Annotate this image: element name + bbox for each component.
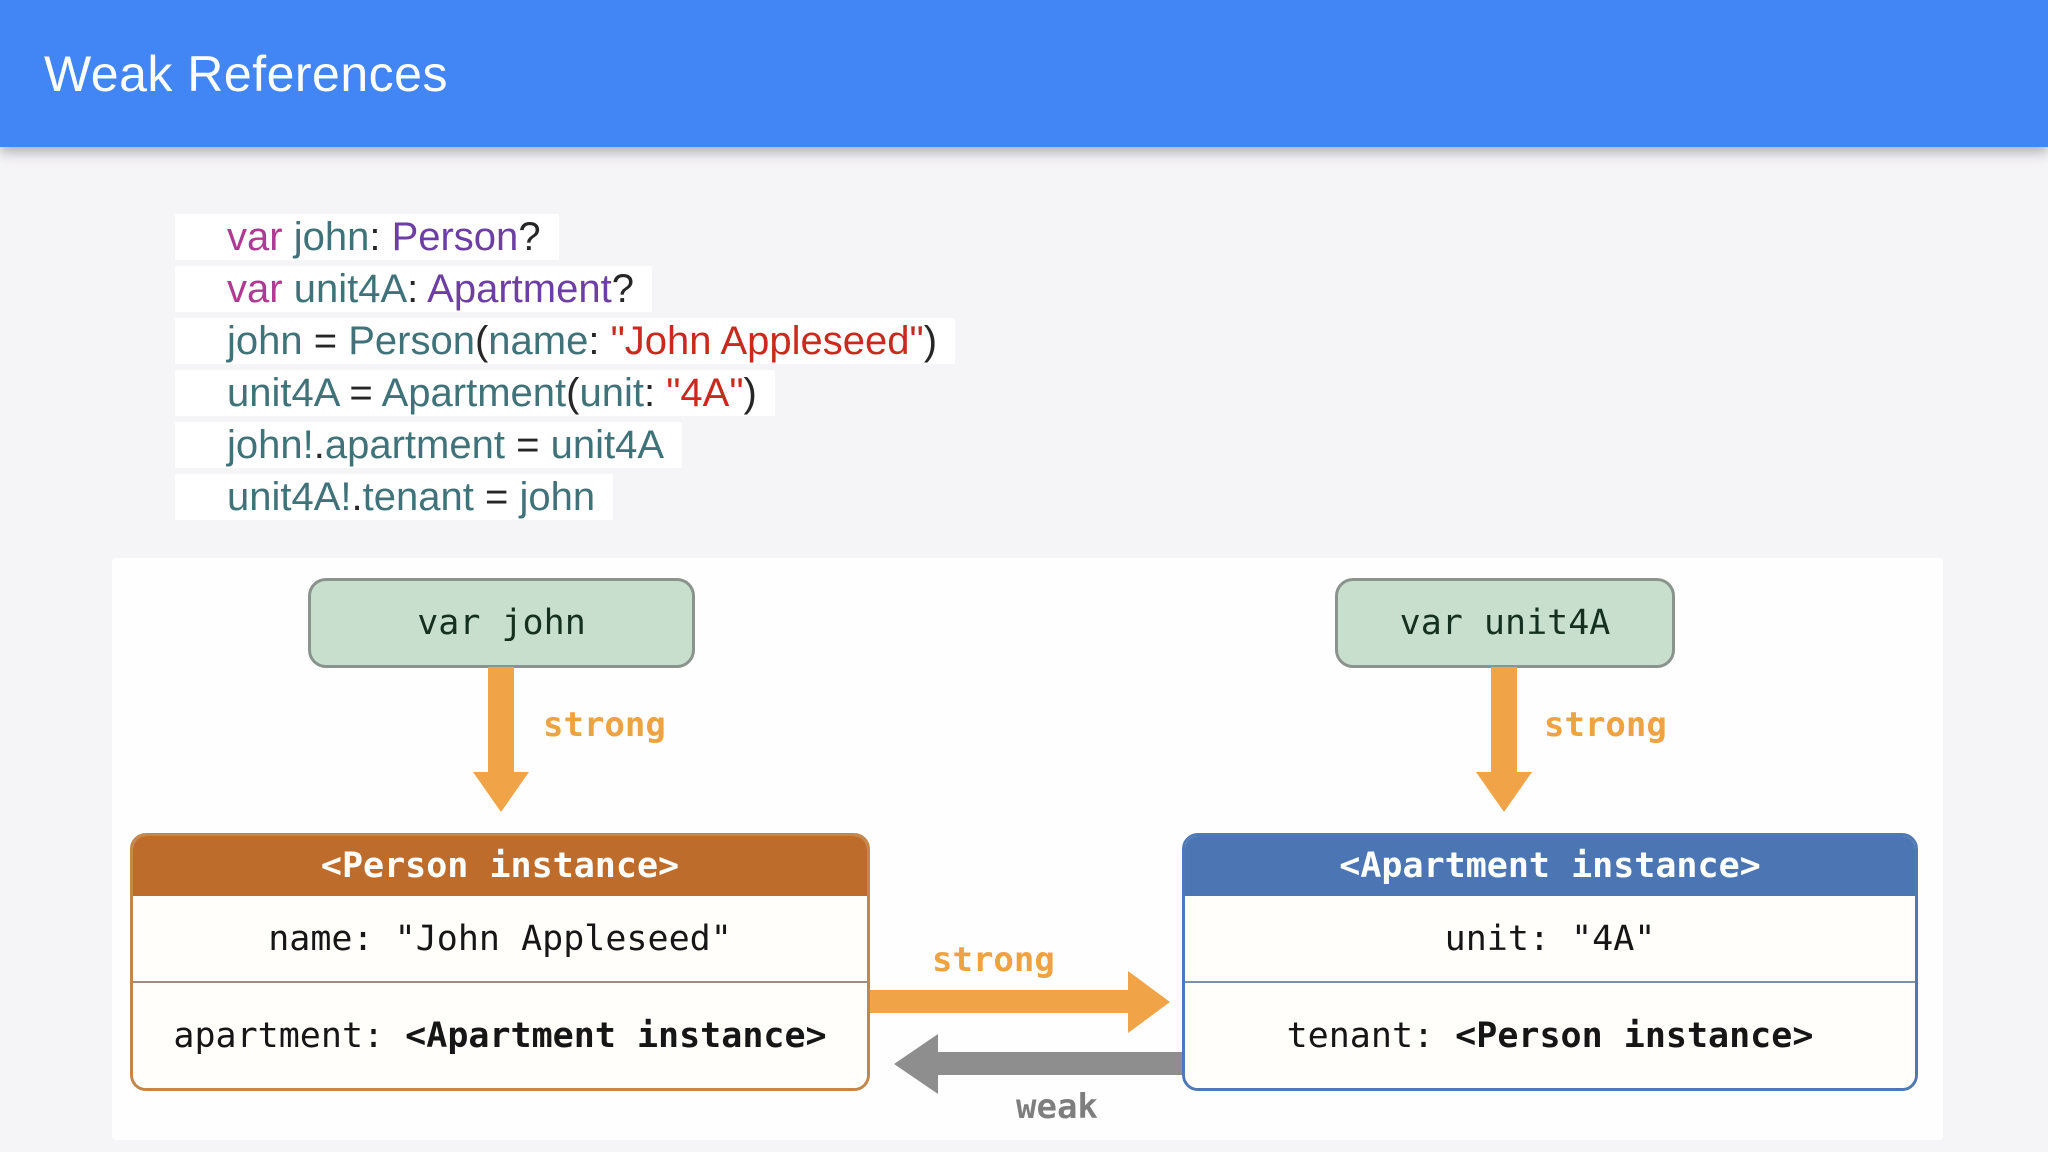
code-token: unit4A — [550, 423, 664, 467]
code-token: = — [473, 475, 520, 519]
strong-label-unit4a: strong — [1544, 705, 1667, 745]
code-token: ( — [474, 319, 489, 363]
code-token: name — [488, 319, 589, 363]
code-token: Apartment — [381, 371, 567, 415]
arrow-shaft — [488, 667, 514, 773]
code-token: . — [313, 423, 325, 467]
code-token: tenant — [362, 475, 474, 519]
code-token: var — [227, 215, 283, 259]
code-line: john = Person(name: "John Appleseed") — [175, 318, 956, 364]
code-line: unit4A = Apartment(unit: "4A") — [175, 370, 775, 416]
code-token: Person — [348, 319, 475, 363]
code-token: john! — [227, 423, 314, 467]
code-token: john — [227, 319, 303, 363]
arrow-down-head-icon — [1476, 772, 1532, 812]
code-block: var john: Person?var unit4A: Apartment?j… — [175, 214, 956, 520]
var-unit4a-box: var unit4A — [1335, 578, 1675, 668]
code-token: . — [351, 475, 363, 519]
row-label: unit: — [1444, 918, 1572, 959]
code-token: Person — [391, 215, 519, 259]
person-divider — [133, 981, 867, 983]
code-token: Apartment — [427, 267, 612, 311]
code-line: unit4A!.tenant = john — [175, 474, 614, 520]
var-john-box: var john — [308, 578, 695, 668]
code-token: john — [293, 215, 370, 259]
var-unit4a-label: var unit4A — [1399, 603, 1611, 643]
code-token — [283, 215, 294, 259]
code-token — [283, 267, 294, 311]
strong-label-john: strong — [543, 705, 666, 745]
code-token: : — [407, 267, 428, 311]
code-token: john — [519, 475, 596, 519]
var-john-label: var john — [417, 603, 586, 643]
row-value: "4A" — [1571, 918, 1656, 959]
code-token: ? — [611, 267, 634, 311]
row-label: tenant: — [1286, 1015, 1456, 1056]
arrow-shaft — [1491, 667, 1517, 773]
arrow-down-head-icon — [473, 772, 529, 812]
row-value: <Apartment instance> — [405, 1015, 827, 1056]
code-token: ( — [566, 371, 580, 415]
code-token: ) — [923, 319, 938, 363]
code-token: = — [338, 371, 382, 415]
code-token: "4A" — [666, 371, 744, 415]
code-token: unit4A! — [227, 475, 352, 519]
code-token: : — [643, 371, 667, 415]
apartment-divider — [1185, 981, 1915, 983]
row-value: <Person instance> — [1455, 1015, 1814, 1056]
weak-label: weak — [1016, 1087, 1098, 1127]
apartment-row-unit: unit: "4A" — [1185, 896, 1915, 981]
apartment-row-tenant: tenant: <Person instance> — [1185, 983, 1915, 1088]
row-label: name: — [268, 918, 395, 959]
code-token: unit4A — [293, 267, 408, 311]
person-row-name: name: "John Appleseed" — [133, 896, 867, 981]
arrow-shaft — [938, 1052, 1182, 1075]
code-line: john!.apartment = unit4A — [175, 422, 682, 468]
strong-label-middle: strong — [932, 940, 1055, 980]
code-token: = — [504, 423, 551, 467]
row-value: "John Appleseed" — [394, 918, 732, 959]
code-token: ? — [518, 215, 541, 259]
code-token: : — [588, 319, 611, 363]
page-title: Weak References — [44, 45, 448, 102]
code-token: ) — [743, 371, 757, 415]
row-label: apartment: — [173, 1015, 406, 1056]
code-token: "John Appleseed" — [610, 319, 924, 363]
code-line: var john: Person? — [175, 214, 559, 260]
person-header: <Person instance> — [133, 836, 867, 896]
code-token: : — [369, 215, 392, 259]
apartment-instance-box: <Apartment instance> unit: "4A" tenant: … — [1182, 833, 1918, 1091]
arrow-right-head-icon — [1128, 971, 1170, 1033]
arrow-left-head-icon — [894, 1034, 938, 1094]
code-token: var — [227, 267, 283, 311]
code-token: unit4A — [227, 371, 339, 415]
person-instance-box: <Person instance> name: "John Appleseed"… — [130, 833, 870, 1091]
code-line: var unit4A: Apartment? — [175, 266, 652, 312]
header-bar: Weak References — [0, 0, 2048, 147]
code-token: = — [302, 319, 349, 363]
arrow-shaft — [870, 990, 1130, 1013]
code-token: unit — [579, 371, 644, 415]
code-token: apartment — [324, 423, 505, 467]
apartment-header: <Apartment instance> — [1185, 836, 1915, 896]
person-row-apartment: apartment: <Apartment instance> — [133, 983, 867, 1088]
